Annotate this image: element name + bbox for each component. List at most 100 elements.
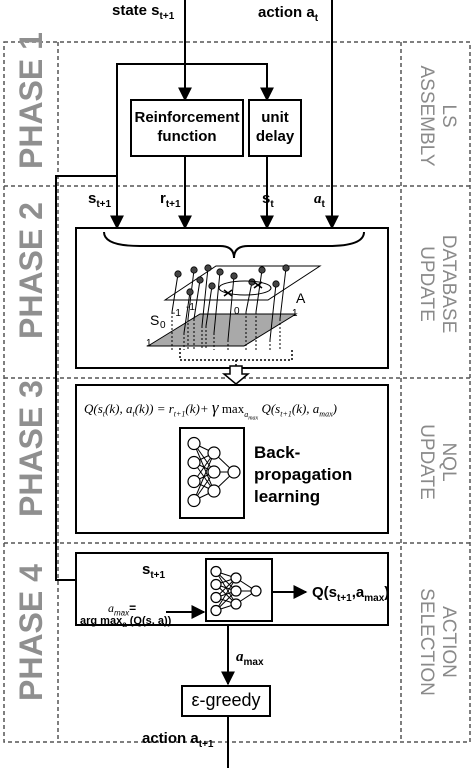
stem-point (216, 268, 224, 276)
amax-def-sub: max (114, 608, 130, 618)
phase-1-side-line-2: ASSEMBLY (416, 65, 437, 167)
phase-4-side-line-2: SELECTION (416, 588, 437, 696)
eq-max-sub-a: a (244, 409, 249, 419)
network-node (187, 455, 201, 470)
amax-def-eq: = (129, 601, 137, 615)
action-input-sub: t (314, 13, 319, 24)
learning-line-3: learning (254, 487, 321, 506)
stem-line (269, 283, 277, 341)
stem-point (230, 272, 238, 280)
eq-sub-6: max (319, 409, 333, 419)
collecting-brace (103, 231, 365, 259)
state-input-sub: t+1 (159, 11, 175, 22)
stem-line (193, 279, 201, 320)
output-action-label: action at+1 (142, 730, 213, 750)
phase-4-side-label: ACTION SELECTION (415, 587, 459, 697)
learning-line-2: propagation (254, 465, 353, 484)
eq-sub-2: t (132, 409, 135, 419)
unit-delay-line-1: unit (261, 109, 289, 126)
a-t-text: a (314, 191, 322, 207)
eq-sub-1: t (102, 409, 106, 419)
eq-part-3: (k)) = r (134, 401, 174, 416)
unit-delay-line-2: delay (255, 128, 295, 145)
plot-label-zero-mid: 0 (234, 306, 240, 317)
stem-line (205, 285, 213, 327)
stem-point (204, 264, 212, 272)
network-node (210, 565, 222, 578)
stem-line (279, 267, 287, 320)
nql-network (187, 436, 241, 508)
network-node (230, 572, 242, 584)
eq-gamma: γ (211, 398, 219, 417)
q-out-tail: ,a (351, 584, 365, 601)
network-edge (215, 577, 237, 611)
db-to-nql-arrow (221, 365, 251, 385)
eq-part-1: Q(s (84, 401, 103, 416)
r-next-label: rt+1 (160, 190, 181, 210)
plot-label-one-right: 1 (292, 308, 298, 319)
stem-point (186, 288, 194, 296)
eq-max-sub: amax (244, 409, 258, 422)
phase4-s-label: st+1 (142, 561, 165, 581)
plot-label-minus1-right: -1 (186, 302, 195, 313)
stem-point (208, 282, 216, 290)
action-network (210, 565, 262, 617)
phase-2-side-line-1: DATABASE (438, 234, 459, 334)
plot-label-one-left: 1 (146, 338, 152, 349)
data-stems (171, 264, 290, 350)
plot-label-S: S (150, 312, 160, 328)
stem-point (258, 266, 266, 274)
q-out-close: ) (384, 584, 390, 601)
phase4-s-text: s (142, 561, 151, 578)
egreedy-box (181, 685, 271, 717)
network-edge (193, 452, 215, 501)
network-node (210, 604, 222, 617)
phase-3-side-label: NQL UPDATE (415, 407, 459, 517)
q-out-text: Q(s (312, 584, 338, 601)
reinforcement-line-2: function (157, 128, 217, 145)
network-node (230, 585, 242, 597)
cross-mark (223, 281, 263, 297)
network-node (250, 585, 262, 597)
phase-1-side-line-1: LS (438, 104, 459, 128)
action-input-text: action a (258, 4, 315, 21)
state-input-text: state s (112, 2, 160, 19)
q-output-label: Q(st+1,amax) (312, 584, 389, 604)
s-next-label: st+1 (88, 190, 111, 210)
amax-down-label: amax (236, 648, 264, 668)
s-t-sub: t (270, 199, 274, 210)
phase-3-side-line-2: UPDATE (416, 424, 437, 500)
network-node (187, 436, 201, 451)
stem-line (171, 273, 179, 313)
egreedy-label: ε-greedy (191, 690, 261, 710)
phase-3-label: PHASE 3 (13, 380, 49, 517)
network-node (207, 484, 221, 498)
state-split-line (116, 63, 274, 158)
argmax-text: arg max (80, 615, 123, 627)
stem-line (213, 271, 221, 334)
plot-label-A: A (296, 290, 306, 306)
eq-part-2: (k), a (105, 401, 133, 416)
q-out-tail-sub: max (364, 593, 385, 604)
stem-point (196, 276, 204, 284)
nql-equation: Q(st(k), at(k)) = rt+1(k)+ γ maxamax Q(s… (84, 398, 384, 421)
argmax-tail: (Q(s, a)) (129, 615, 172, 627)
stem-point (272, 280, 280, 288)
stem-line (255, 269, 263, 313)
dotted-bracket (179, 348, 293, 366)
eq-part-4: (k)+ (185, 401, 209, 416)
phase-2-side-line-2: UPDATE (416, 246, 437, 322)
argmax-sub: a (122, 620, 127, 630)
argmax-label: arg maxa (Q(s, a)) (80, 615, 171, 629)
network-node (230, 598, 242, 610)
output-action-sub: t+1 (198, 739, 214, 750)
unit-delay-label: unit delay (249, 108, 301, 146)
output-action-text: action a (142, 730, 199, 747)
reinforcement-line-1: Reinforcement (134, 109, 240, 126)
eq-max: max (221, 401, 245, 416)
q-out-sub: t+1 (337, 593, 352, 604)
eq-sub-5: t+1 (280, 409, 292, 419)
amax-down-sub: max (243, 657, 264, 668)
eq-part-5: Q(s (261, 401, 281, 416)
